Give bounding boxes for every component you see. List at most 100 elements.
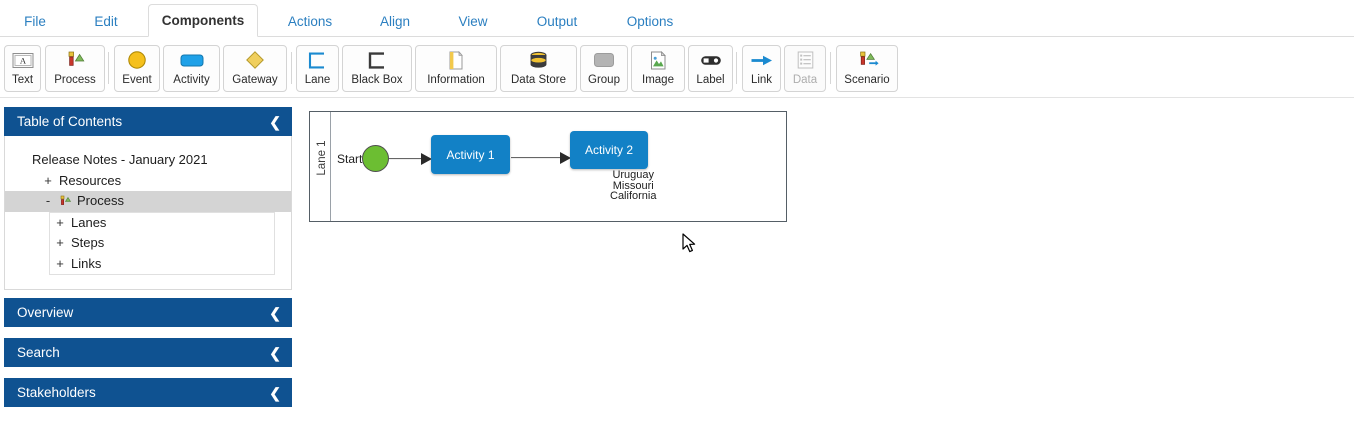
panel-header-search[interactable]: Search ❮	[4, 338, 292, 367]
menu-tab-edit[interactable]: Edit	[80, 4, 132, 37]
tool-button-lane[interactable]: Lane	[296, 45, 339, 92]
tool-button-label: Event	[122, 74, 152, 86]
tree-item-lanes[interactable]: + Lanes	[50, 213, 274, 234]
menu-tab-options[interactable]: Options	[612, 4, 688, 37]
menu-tab-output[interactable]: Output	[522, 4, 592, 37]
tree-item-steps[interactable]: + Steps	[50, 233, 274, 254]
svg-text:A: A	[19, 55, 26, 65]
tree-item-process[interactable]: - Process	[5, 191, 291, 212]
gateway-icon	[224, 50, 286, 70]
diagram-canvas[interactable]: Lane 1 Start Activity 1 Activity 2 Urugu…	[292, 98, 1354, 423]
pool-container[interactable]: Lane 1 Start Activity 1 Activity 2 Urugu…	[309, 111, 787, 222]
menu-tab-bar: File Edit Components Actions Align View Output…	[0, 0, 1354, 37]
tool-button-scenario[interactable]: Scenario	[836, 45, 898, 92]
activity-node-1[interactable]: Activity 1	[431, 135, 510, 174]
event-icon	[115, 50, 159, 70]
menu-tab-label: Options	[626, 13, 674, 29]
tool-button-label: Gateway	[232, 74, 278, 86]
tree-item-release-notes[interactable]: Release Notes - January 2021	[5, 150, 291, 171]
tree-children-process: + Lanes + Steps + Links	[49, 211, 275, 275]
activity-node-1-label: Activity 1	[446, 147, 495, 162]
tree-item-links[interactable]: + Links	[50, 254, 274, 275]
tool-button-gateway[interactable]: Gateway	[223, 45, 287, 92]
start-event-label: Start	[337, 152, 363, 166]
image-icon	[632, 50, 684, 70]
tool-button-label: Data	[792, 74, 818, 86]
tool-button-group[interactable]: Group	[580, 45, 628, 92]
process-icon	[59, 195, 72, 207]
text-icon: A	[5, 50, 40, 70]
mouse-cursor	[682, 233, 696, 253]
tool-button-label: Image	[642, 74, 674, 86]
tool-button-label: Link	[750, 74, 773, 86]
flow-arrow-activity1-to-activity2[interactable]	[511, 151, 571, 164]
chevron-left-icon[interactable]: ❮	[269, 344, 281, 361]
tool-button-label: Activity	[173, 74, 210, 86]
menu-tab-align[interactable]: Align	[364, 4, 426, 37]
toolbar-separator	[291, 52, 292, 84]
tool-button-label: Text	[11, 74, 34, 86]
chevron-left-icon[interactable]: ❮	[269, 304, 281, 321]
tool-button-label: Data Store	[511, 74, 566, 86]
panel-header-table-of-contents[interactable]: Table of Contents ❮	[4, 107, 292, 136]
black-box-icon	[343, 50, 411, 70]
tool-button-text[interactable]: A Text	[4, 45, 41, 92]
tool-button-label: Scenario	[844, 74, 890, 86]
data-store-icon	[501, 50, 576, 70]
lane-divider	[330, 112, 331, 221]
panel-search: Search ❮	[4, 338, 292, 367]
lane-label: Lane 1	[316, 140, 328, 176]
flow-arrow-start-to-activity1[interactable]	[389, 152, 432, 165]
panel-header-stakeholders[interactable]: Stakeholders ❮	[4, 378, 292, 407]
chevron-left-icon[interactable]: ❮	[269, 113, 281, 130]
tree-label-links: Links	[71, 255, 102, 271]
collapse-toggle-icon[interactable]: -	[45, 193, 51, 209]
tool-button-link[interactable]: Link	[742, 45, 781, 92]
tool-button-activity[interactable]: Activity	[163, 45, 220, 92]
panel-title-search: Search	[17, 345, 60, 360]
tool-button-event[interactable]: Event	[114, 45, 160, 92]
data-icon	[785, 50, 825, 70]
tool-button-label[interactable]: Label	[688, 45, 733, 92]
label-icon	[689, 50, 732, 70]
chevron-left-icon[interactable]: ❮	[269, 384, 281, 401]
menu-tab-actions[interactable]: Actions	[274, 4, 346, 37]
tool-button-process[interactable]: Process	[45, 45, 105, 92]
tree-label-process: Process	[77, 193, 124, 209]
expand-toggle-icon[interactable]: +	[56, 235, 64, 251]
menu-tab-components[interactable]: Components	[148, 4, 258, 37]
menu-tab-label: Output	[536, 13, 578, 29]
tool-button-information[interactable]: Information	[415, 45, 497, 92]
annotation-line-1: Uruguay	[612, 169, 655, 181]
annotation-text-block[interactable]: Uruguay Missouri California	[610, 170, 656, 202]
tool-button-black-box[interactable]: Black Box	[342, 45, 412, 92]
expand-toggle-icon[interactable]: +	[56, 255, 64, 271]
panel-stakeholders: Stakeholders ❮	[4, 378, 292, 407]
start-event-node[interactable]	[362, 145, 389, 172]
panel-title-overview: Overview	[17, 305, 74, 320]
link-icon	[743, 50, 780, 70]
process-icon	[46, 50, 104, 70]
menu-tab-label: Align	[379, 13, 411, 29]
activity-node-2-label: Activity 2	[584, 143, 633, 157]
menu-tab-label: View	[458, 13, 488, 29]
annotation-line-3: California	[610, 190, 657, 203]
menu-tab-file[interactable]: File	[10, 4, 60, 37]
menu-tab-label: Components	[161, 13, 245, 28]
activity-node-2[interactable]: Activity 2	[570, 131, 648, 169]
tree-label-resources: Resources	[59, 172, 122, 188]
panel-header-overview[interactable]: Overview ❮	[4, 298, 292, 327]
tool-button-label: Group	[588, 74, 620, 86]
tree-item-resources[interactable]: + Resources	[5, 171, 291, 192]
tool-button-image[interactable]: Image	[631, 45, 685, 92]
panel-title-stakeholders: Stakeholders	[17, 385, 96, 400]
scenario-icon	[837, 50, 897, 70]
toc-tree: Release Notes - January 2021 + Resources…	[5, 150, 291, 275]
tool-button-data-store[interactable]: Data Store	[500, 45, 577, 92]
panel-title-table-of-contents: Table of Contents	[17, 114, 123, 129]
menu-tab-label: File	[24, 13, 46, 29]
expand-toggle-icon[interactable]: +	[56, 214, 64, 230]
expand-toggle-icon[interactable]: +	[44, 172, 52, 188]
tree-label-release-notes: Release Notes - January 2021	[32, 152, 208, 168]
menu-tab-view[interactable]: View	[444, 4, 502, 37]
